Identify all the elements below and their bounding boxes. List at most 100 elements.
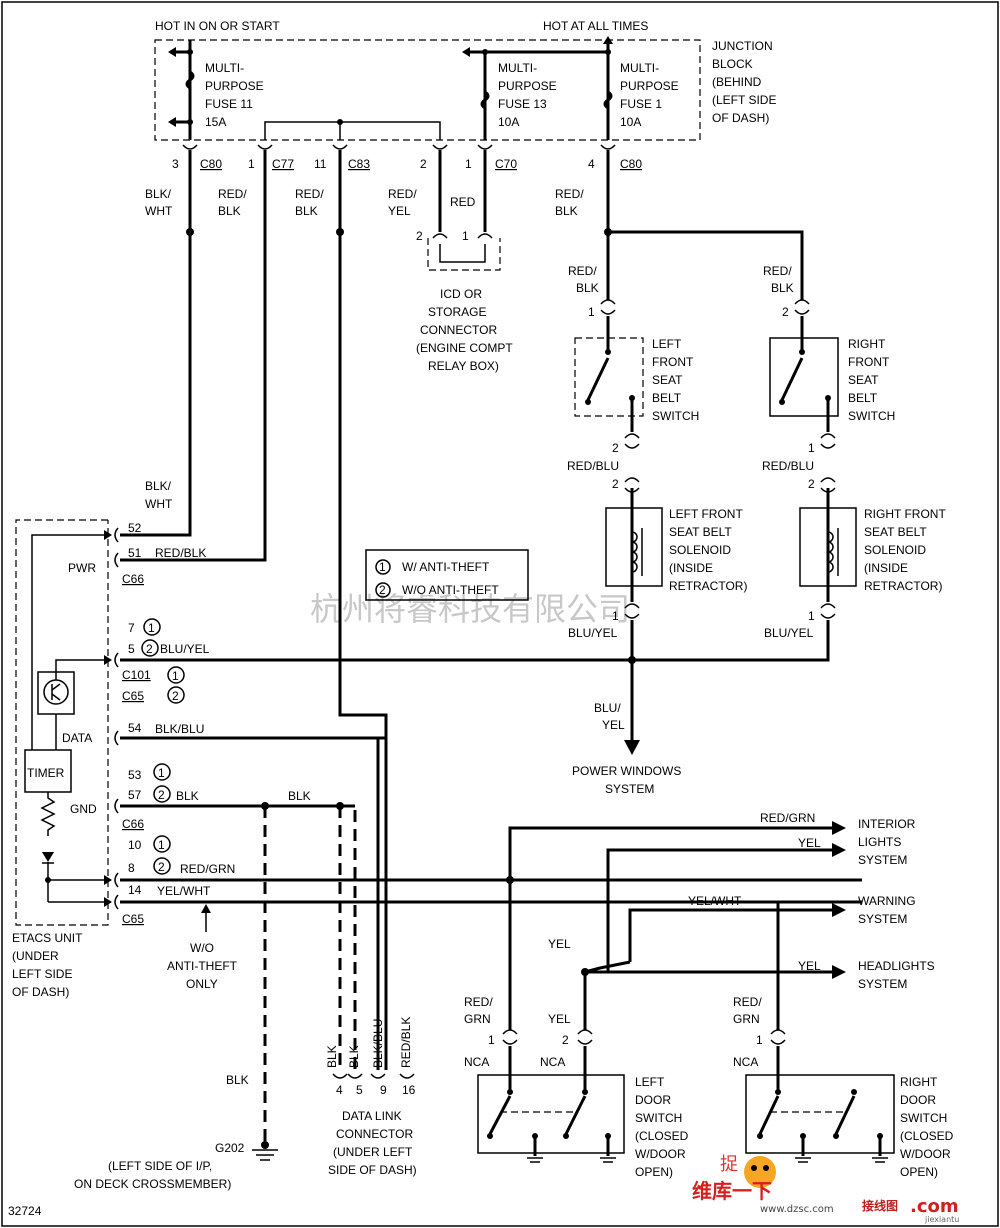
- fuse-1: MULTI- PURPOSE FUSE 1 10A: [603, 36, 679, 140]
- svg-text:5: 5: [128, 642, 135, 656]
- svg-text:16: 16: [402, 1083, 416, 1097]
- internal-bus: [264, 119, 441, 140]
- svg-text:SEAT BELT: SEAT BELT: [669, 525, 732, 539]
- wire-yel-wht-14: YEL/WHT W/O ANTI-THEFT ONLY: [120, 884, 862, 991]
- svg-text:SWITCH: SWITCH: [900, 1111, 947, 1125]
- wire-red-blk-51: RED/ BLK RED/BLK: [120, 150, 267, 562]
- wire-blk-57: BLK BLK BLK: [120, 789, 357, 1142]
- svg-text:1: 1: [465, 157, 472, 171]
- svg-text:SWITCH: SWITCH: [652, 409, 699, 423]
- svg-text:PURPOSE: PURPOSE: [620, 79, 679, 93]
- svg-text:C70: C70: [495, 157, 517, 171]
- svg-text:1: 1: [808, 441, 815, 455]
- svg-text:8: 8: [128, 861, 135, 875]
- svg-text:BLOCK: BLOCK: [712, 57, 753, 71]
- hot-at-all-times-label: HOT AT ALL TIMES: [543, 19, 648, 33]
- svg-text:RED/: RED/: [568, 264, 597, 278]
- svg-text:WARNING: WARNING: [858, 894, 916, 908]
- svg-text:1: 1: [158, 766, 165, 780]
- svg-text:GRN: GRN: [464, 1012, 491, 1026]
- svg-text:BELT: BELT: [652, 391, 682, 405]
- svg-text:SOLENOID: SOLENOID: [864, 543, 926, 557]
- right-seat-belt-solenoid: 2 1 RIGHT FRONT SEAT BELT SOLENOID (INSI…: [799, 477, 946, 623]
- svg-text:(UNDER LEFT: (UNDER LEFT: [333, 1145, 413, 1159]
- svg-text:2: 2: [420, 157, 427, 171]
- svg-text:SEAT: SEAT: [848, 373, 879, 387]
- svg-text:W/ ANTI-THEFT: W/ ANTI-THEFT: [402, 560, 490, 574]
- svg-text:1: 1: [148, 621, 155, 635]
- svg-text:1: 1: [462, 229, 469, 243]
- icd-connector: RED/ YEL RED 2 1 ICD OR STORAGE CONNECTO…: [388, 150, 513, 373]
- svg-text:SYSTEM: SYSTEM: [605, 782, 654, 796]
- svg-text:SWITCH: SWITCH: [848, 409, 895, 423]
- jiexiantu-logo: 接线图 .com jiexiantu: [862, 1196, 959, 1224]
- svg-text:RETRACTOR): RETRACTOR): [864, 579, 942, 593]
- svg-text:BLK: BLK: [347, 1045, 361, 1068]
- svg-text:BLU/YEL: BLU/YEL: [568, 626, 618, 640]
- svg-text:2: 2: [612, 477, 619, 491]
- svg-text:C101: C101: [122, 668, 151, 682]
- svg-text:C80: C80: [200, 157, 222, 171]
- svg-text:BLK: BLK: [325, 1045, 339, 1068]
- svg-text:YEL: YEL: [602, 718, 625, 732]
- svg-text:ONLY: ONLY: [186, 977, 218, 991]
- system-warning: YEL/WHT WARNING SYSTEM: [628, 894, 916, 962]
- svg-text:C65: C65: [122, 912, 144, 926]
- svg-text:RED/: RED/: [763, 264, 792, 278]
- svg-text:LEFT: LEFT: [635, 1075, 665, 1089]
- right-door-switch: RED/ GRN 1 NCA RIGHT DOOR SWITCH (CLOSED…: [733, 902, 954, 1179]
- svg-text:RED/GRN: RED/GRN: [180, 862, 235, 876]
- svg-text:RED/: RED/: [218, 187, 247, 201]
- svg-text:DATA: DATA: [62, 731, 92, 745]
- svg-text:FUSE 13: FUSE 13: [498, 97, 547, 111]
- svg-text:C66: C66: [122, 817, 144, 831]
- svg-text:NCA: NCA: [540, 1055, 565, 1069]
- wire-red-blk-dlc: RED/ BLK: [295, 150, 388, 1070]
- svg-text:CONNECTOR: CONNECTOR: [420, 323, 497, 337]
- svg-text:14: 14: [128, 883, 142, 897]
- wire-red-blu: RED/BLU RED/BLU: [567, 459, 814, 473]
- svg-text:SYSTEM: SYSTEM: [858, 912, 907, 926]
- svg-text:NCA: NCA: [464, 1055, 489, 1069]
- svg-text:RED/: RED/: [464, 995, 493, 1009]
- svg-text:RED/GRN: RED/GRN: [760, 811, 815, 825]
- svg-text:.com: .com: [910, 1196, 959, 1217]
- svg-text:SOLENOID: SOLENOID: [669, 543, 731, 557]
- svg-text:PWR: PWR: [68, 561, 96, 575]
- svg-text:3: 3: [172, 157, 179, 171]
- right-seat-belt-switch: 2 1 RIGHT FRONT SEAT BELT SWITCH: [769, 299, 895, 455]
- svg-text:RELAY BOX): RELAY BOX): [428, 359, 499, 373]
- svg-text:GRN: GRN: [733, 1012, 760, 1026]
- svg-text:1: 1: [379, 560, 386, 574]
- svg-text:JUNCTION: JUNCTION: [712, 39, 773, 53]
- svg-text:FRONT: FRONT: [848, 355, 890, 369]
- svg-text:SEAT: SEAT: [652, 373, 683, 387]
- svg-text:(INSIDE: (INSIDE: [669, 561, 713, 575]
- svg-text:BLK: BLK: [555, 204, 578, 218]
- svg-text:W/O ANTI-THEFT: W/O ANTI-THEFT: [402, 583, 499, 597]
- svg-text:ON DECK CROSSMEMBER): ON DECK CROSSMEMBER): [74, 1177, 231, 1191]
- svg-text:FRONT: FRONT: [652, 355, 694, 369]
- svg-text:GND: GND: [70, 802, 97, 816]
- svg-text:10A: 10A: [498, 115, 519, 129]
- svg-text:MULTI-: MULTI-: [498, 61, 537, 75]
- svg-text:YEL: YEL: [388, 204, 411, 218]
- wire-red-grn-8: RED/GRN: [120, 862, 862, 884]
- svg-text:(UNDER: (UNDER: [12, 949, 59, 963]
- svg-text:OF DASH): OF DASH): [712, 111, 769, 125]
- svg-text:BLU/: BLU/: [594, 701, 621, 715]
- svg-text:BLK: BLK: [218, 204, 241, 218]
- svg-text:SWITCH: SWITCH: [635, 1111, 682, 1125]
- svg-text:1: 1: [588, 305, 595, 319]
- svg-text:YEL/WHT: YEL/WHT: [688, 894, 742, 908]
- svg-text:2: 2: [158, 788, 165, 802]
- svg-text:维库一下: 维库一下: [692, 1179, 772, 1203]
- svg-text:RIGHT: RIGHT: [900, 1075, 938, 1089]
- svg-text:15A: 15A: [205, 115, 226, 129]
- svg-text:RIGHT FRONT: RIGHT FRONT: [864, 507, 946, 521]
- svg-text:DATA LINK: DATA LINK: [342, 1109, 402, 1123]
- junction-block-box: [154, 39, 701, 141]
- left-door-switch: RED/ GRN YEL 1 2 NCA NCA LEFT DOOR SWITC…: [464, 880, 689, 1179]
- legend-box: 1 W/ ANTI-THEFT 2 W/O ANTI-THEFT: [365, 549, 529, 601]
- svg-text:YEL/WHT: YEL/WHT: [157, 884, 211, 898]
